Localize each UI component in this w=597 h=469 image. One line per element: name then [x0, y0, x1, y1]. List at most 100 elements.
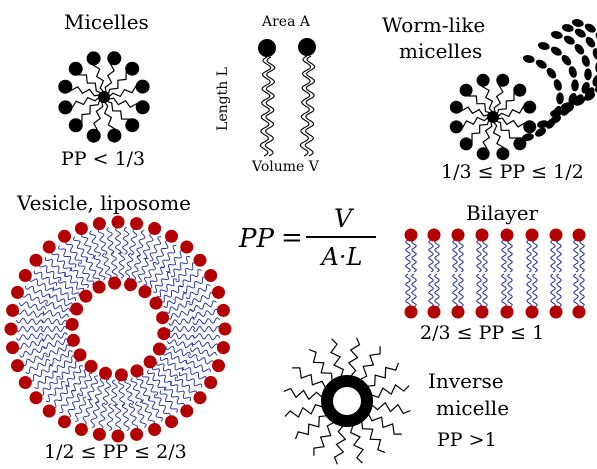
- bilayer-bottom-tail: [428, 273, 434, 308]
- vesicle-outer-tail: [115, 403, 121, 432]
- inverse-tail: [284, 403, 323, 419]
- bilayer-bottom-tail: [411, 273, 417, 308]
- vesicle-outer-head: [6, 341, 20, 355]
- bilayer-bottom-tail: [550, 273, 556, 308]
- vesicle-inner-head: [73, 348, 87, 362]
- vesicle-outer-head: [204, 376, 218, 389]
- molecule-tail: [304, 55, 316, 157]
- bilayer-top-tail: [579, 239, 585, 273]
- vesicle-outer-head: [111, 215, 125, 229]
- vesicle-outer-tail: [106, 403, 114, 432]
- vesicle-inner-tail: [41, 332, 68, 341]
- worm-micelle-head: [449, 100, 463, 114]
- area-label: Area A: [262, 14, 310, 30]
- vesicle-outer-head: [165, 415, 178, 429]
- vesicle-inner-tail: [42, 309, 69, 319]
- vesicle-outer-tail: [170, 255, 191, 277]
- molecule-tail: [259, 56, 272, 157]
- worm-segment-head: [584, 68, 592, 81]
- worm-segment-head: [561, 102, 573, 111]
- vesicle-inner-head: [70, 302, 84, 316]
- vesicle-outer-tail: [34, 370, 57, 389]
- worm-segment-head: [568, 66, 577, 78]
- vesicle-outer-tail: [115, 226, 121, 255]
- worm-micelle-head: [513, 137, 527, 151]
- vesicle-inner-tail: [138, 257, 149, 283]
- bilayer-bottom-head: [500, 305, 514, 319]
- vesicle-inner-tail: [45, 344, 71, 358]
- vesicle-outer-tail: [81, 232, 95, 259]
- worm-segment-head: [571, 19, 584, 27]
- vesicle-outer-head: [18, 376, 32, 389]
- vesicle-inner-tail: [102, 252, 112, 280]
- bilayer-bottom-tail: [532, 273, 538, 308]
- vesicle-outer-tail: [149, 236, 162, 262]
- micelle-head: [68, 118, 83, 133]
- worm-segment-head: [563, 35, 575, 45]
- vesicle-inner-tail: [118, 379, 126, 407]
- worm-segment-head: [522, 55, 535, 63]
- formula-numerator: V: [333, 204, 353, 233]
- bilayer-top-head: [427, 228, 441, 242]
- vesicle-inner-tail: [156, 278, 178, 298]
- inverse-condition: PP >1: [437, 429, 497, 451]
- vesicle-outer-head: [92, 217, 106, 231]
- vesicle-inner-head: [99, 366, 112, 380]
- bilayer-bottom-tail: [526, 273, 532, 308]
- vesicle-outer-tail: [29, 364, 54, 382]
- vesicle-inner-tail: [125, 252, 134, 280]
- vesicle-inner-head: [65, 317, 79, 331]
- worm-segment-head: [535, 59, 547, 69]
- vesicle-outer-head: [216, 341, 230, 355]
- bilayer-top-head: [404, 228, 418, 242]
- micelle-head: [58, 100, 73, 115]
- bilayer-top-tail: [405, 239, 411, 273]
- molecule-tail: [264, 56, 276, 157]
- vesicle-inner-head: [130, 364, 144, 378]
- vesicle-outer-tail: [189, 347, 217, 357]
- vesicle-inner-tail: [40, 326, 68, 332]
- vesicle-outer-tail: [170, 381, 192, 402]
- vesicle-inner-head: [138, 285, 152, 299]
- vesicle-inner-tail: [168, 326, 196, 332]
- vesicle-inner-tail: [168, 332, 195, 341]
- vesicle-outer-head: [130, 427, 144, 441]
- micelle-head: [107, 51, 122, 66]
- formula-equals: =: [281, 223, 303, 253]
- inverse-tail: [333, 425, 347, 465]
- worm-title-line1: Worm-like: [382, 13, 486, 37]
- worm-segment-head: [550, 114, 562, 124]
- vesicle-inner-tail: [143, 261, 157, 286]
- vesicle-outer-tail: [16, 332, 44, 341]
- vesicle-outer-tail: [190, 300, 217, 312]
- bilayer-top-tail: [532, 239, 538, 273]
- vesicle-outer-tail: [45, 381, 66, 403]
- inverse-tail: [283, 387, 323, 401]
- length-label: Length L: [214, 67, 231, 131]
- micelle-head: [125, 61, 140, 76]
- vesicle-outer-tail: [192, 317, 220, 326]
- vesicle-outer-tail: [166, 250, 184, 273]
- worm-segment-head: [537, 120, 549, 129]
- vesicle-outer-tail: [21, 293, 48, 304]
- worm-segment-head: [592, 48, 597, 60]
- vesicle-outer-tail: [98, 402, 107, 430]
- vesicle-outer-tail: [29, 278, 54, 292]
- worm-segment-head: [535, 127, 547, 137]
- worm-segment-head: [584, 91, 596, 101]
- vesicle-inner-tail: [93, 254, 106, 281]
- vesicle-inner-head: [92, 280, 106, 294]
- vesicle-outer-tail: [188, 354, 215, 365]
- vesicle-condition: 1/2 ≤ PP ≤ 2/3: [44, 441, 187, 463]
- micelle-head: [86, 51, 101, 66]
- surfactant-molecules-drawing: [258, 38, 316, 157]
- inverse-micelle-drawing: [283, 337, 411, 465]
- worm-micelle-head: [523, 100, 537, 114]
- vesicle-outer-tail: [19, 301, 47, 311]
- vesicle-inner-tail: [53, 286, 76, 302]
- worm-segment-head: [571, 79, 579, 92]
- vesicle-title: Vesicle, liposome: [17, 191, 191, 215]
- vesicle-outer-tail: [128, 402, 139, 430]
- vesicle-outer-head: [29, 253, 43, 267]
- vesicle-outer-head: [58, 415, 71, 429]
